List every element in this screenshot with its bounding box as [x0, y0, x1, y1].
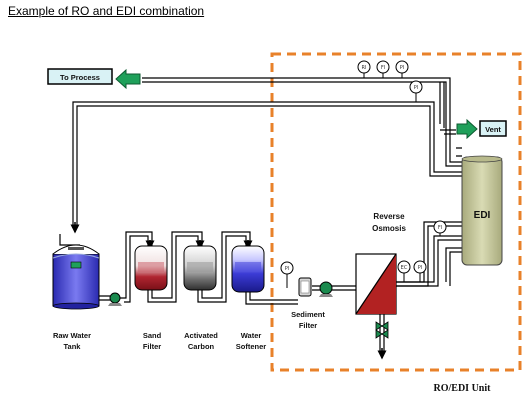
water-softener: [231, 245, 265, 293]
raw-water-label-line2: Tank: [64, 342, 82, 351]
vent-box: Vent: [479, 120, 507, 137]
sediment-label-line2: Filter: [299, 321, 317, 330]
gauge-pi-ro-label: PI: [418, 265, 423, 271]
gauge-pi-inlet-label: PI: [285, 266, 290, 272]
gauge-icon: PI: [413, 260, 427, 282]
gauge-icon: PI: [280, 261, 294, 288]
arrow-right-icon: [456, 118, 478, 140]
ro-edi-unit-label: RO/EDI Unit: [434, 383, 492, 394]
raw-water-tank: [52, 244, 100, 310]
sand-filter: [134, 245, 168, 291]
valve-icon: [375, 321, 389, 339]
sand-filter-label-line2: Filter: [143, 342, 161, 351]
pump-icon: [319, 281, 333, 297]
carbon-label-line1: Activated: [184, 331, 218, 340]
to-process-label: To Process: [60, 73, 100, 82]
edi-label: EDI: [474, 210, 491, 221]
gauge-icon: FI: [433, 220, 447, 236]
gauge-fi-edi-label: FI: [438, 225, 442, 231]
gauge-icon: PI: [395, 60, 409, 78]
sand-filter-label-line1: Sand: [143, 331, 162, 340]
gauge-icon: FI: [376, 60, 390, 78]
reverse-osmosis-membrane: [355, 253, 397, 315]
pump-icon: [108, 292, 122, 306]
reverse-osmosis-label-line2: Osmosis: [372, 224, 406, 233]
ro-edi-unit-boundary: [270, 52, 522, 372]
carbon-label-line2: Carbon: [188, 342, 215, 351]
page-title: Example of RO and EDI combination: [8, 4, 205, 18]
sediment-label-line1: Sediment: [291, 310, 325, 319]
activated-carbon-filter: [183, 245, 217, 291]
gauge-ec-label: EC: [401, 265, 408, 271]
gauge-icon: PI: [409, 80, 423, 102]
to-process-box: To Process: [47, 68, 113, 85]
gauge-icon: RI: [357, 60, 371, 78]
sediment-filter: [298, 277, 312, 297]
gauge-fi-top-label: FI: [381, 65, 385, 71]
softener-label-line2: Softener: [236, 342, 267, 351]
gauge-icon: EC: [397, 260, 411, 282]
vent-label: Vent: [485, 125, 501, 134]
gauge-pi-mid-label: PI: [414, 85, 419, 91]
reverse-osmosis-label-line1: Reverse: [373, 212, 405, 221]
arrow-left-icon: [115, 68, 141, 90]
softener-label-line1: Water: [241, 331, 262, 340]
edi-unit: EDI: [461, 155, 503, 266]
raw-water-label-line1: Raw Water: [53, 331, 91, 340]
gauge-pi-top-label: PI: [400, 65, 405, 71]
gauge-ri-label: RI: [362, 65, 367, 71]
